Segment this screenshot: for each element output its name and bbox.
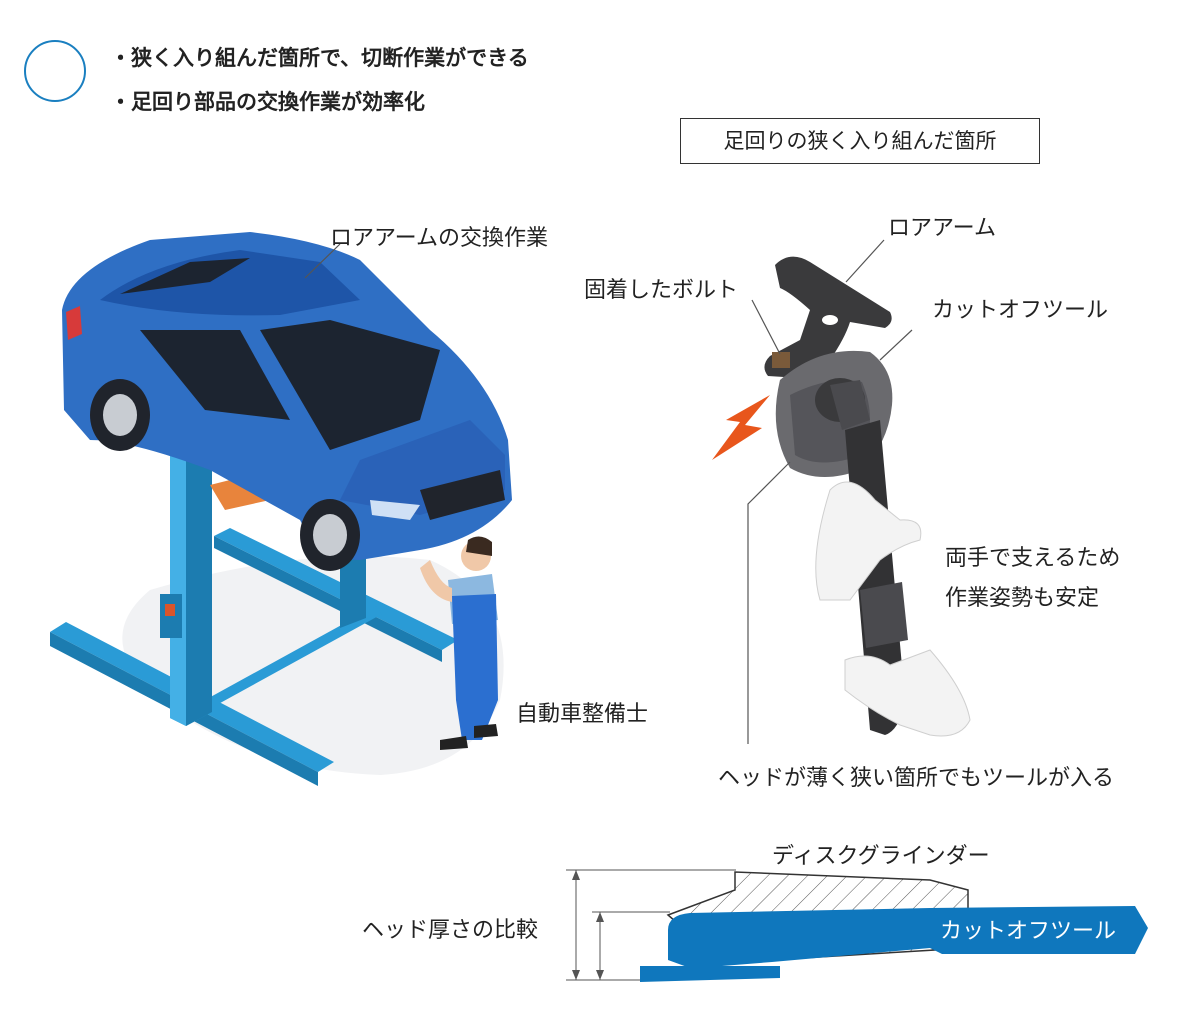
lift-illustration [50, 432, 458, 786]
stuck-bolt-label: 固着したボルト [584, 278, 739, 303]
spark-icon [712, 395, 770, 460]
benefit-1: ・狭く入り組んだ箇所で、切断作業ができる [110, 46, 529, 70]
tool-leader-lines [747, 239, 913, 744]
disc-grinder-label: ディスクグラインダー [772, 844, 990, 869]
marker-circle-icon [24, 40, 86, 102]
lower-arm-replace-label: ロアアームの交換作業 [330, 226, 549, 251]
thin-head-label: ヘッドが薄く狭い箇所でもツールが入る [718, 766, 1115, 791]
two-hands-line-2: 作業姿勢も安定 [945, 586, 1100, 611]
cutoff-tool-illustration [712, 256, 971, 737]
leader-line-replace [304, 243, 341, 279]
mechanic-illustration [420, 536, 498, 750]
benefit-2: ・足回り部品の交換作業が効率化 [110, 90, 425, 114]
cutoff-tool-profile-label: カットオフツール [940, 919, 1117, 944]
head-profile-diagram [566, 869, 1148, 982]
two-hands-line-1: 両手で支えるため [945, 546, 1121, 571]
mechanic-label: 自動車整備士 [516, 702, 649, 727]
car-illustration [62, 232, 512, 571]
head-compare-label: ヘッド厚さの比較 [362, 918, 539, 943]
lower-arm-label: ロアアーム [888, 216, 997, 241]
narrow-area-label-box: 足回りの狭く入り組んだ箇所 [680, 118, 1040, 164]
cutoff-tool-label: カットオフツール [932, 298, 1109, 323]
